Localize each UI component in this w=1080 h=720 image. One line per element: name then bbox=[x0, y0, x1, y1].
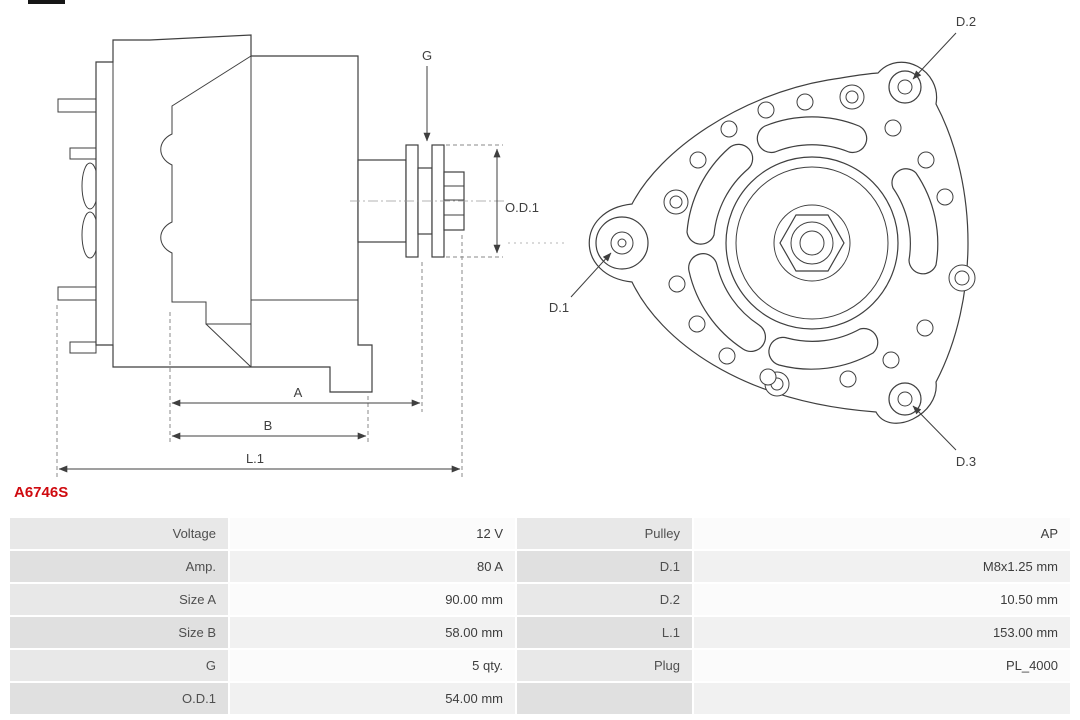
vent-hole bbox=[668, 275, 686, 293]
spec-value-cell: AP bbox=[694, 518, 1070, 549]
dim-label-d2: D.2 bbox=[956, 14, 976, 29]
part-number: A6746S bbox=[14, 484, 69, 501]
vent-slot bbox=[768, 327, 879, 370]
bolt bbox=[669, 195, 683, 209]
vent-hole bbox=[882, 351, 900, 369]
vent-holes bbox=[668, 93, 954, 388]
housing-outline bbox=[95, 34, 373, 393]
d2-leader-line bbox=[912, 32, 957, 80]
spec-value-cell: 80 A bbox=[230, 551, 515, 582]
dim-label-od1: O.D.1 bbox=[505, 200, 539, 215]
vent-hole bbox=[936, 188, 954, 206]
spec-label-cell: O.D.1 bbox=[10, 683, 228, 714]
vent-slot bbox=[756, 116, 868, 154]
alternator-technical-drawing: G O.D.1 A B L.1 bbox=[56, 14, 976, 478]
ear-d3-hole bbox=[897, 391, 913, 407]
vent-hole bbox=[796, 93, 814, 111]
dim-label-l1: L.1 bbox=[246, 451, 264, 466]
spec-value-cell: 58.00 mm bbox=[230, 617, 515, 648]
cropped-logo-artifact bbox=[28, 0, 65, 4]
vent-slot bbox=[686, 143, 754, 245]
spec-label-cell: Size A bbox=[10, 584, 228, 615]
bolt bbox=[954, 270, 970, 286]
front-view-labels: D.2 D.1 D.3 bbox=[549, 14, 976, 469]
spec-value-cell: 5 qty. bbox=[230, 650, 515, 681]
spec-label-cell: Amp. bbox=[10, 551, 228, 582]
stud-lower-small bbox=[69, 341, 97, 354]
spec-value-cell: PL_4000 bbox=[694, 650, 1070, 681]
dim-label-b: B bbox=[264, 418, 273, 433]
spec-label-cell: D.1 bbox=[517, 551, 692, 582]
vent-hole bbox=[839, 370, 857, 388]
spec-label-cell: L.1 bbox=[517, 617, 692, 648]
vent-hole bbox=[688, 315, 706, 333]
vent-hole bbox=[720, 120, 738, 138]
dim-label-d1: D.1 bbox=[549, 300, 569, 315]
ear-d2-hole bbox=[897, 79, 913, 95]
vent-hole bbox=[884, 119, 902, 137]
stud-upper-small bbox=[69, 147, 97, 160]
ear-d1-hole-center bbox=[617, 238, 627, 248]
vent-hole bbox=[917, 151, 935, 169]
dim-label-d3: D.3 bbox=[956, 454, 976, 469]
bolt bbox=[845, 90, 859, 104]
vent-slot bbox=[891, 168, 939, 275]
spec-value-cell: 54.00 mm bbox=[230, 683, 515, 714]
vent-slots bbox=[686, 116, 939, 370]
stud-bottom bbox=[57, 286, 97, 301]
spec-label-cell: D.2 bbox=[517, 584, 692, 615]
dim-label-a: A bbox=[294, 385, 303, 400]
spec-value-cell: 12 V bbox=[230, 518, 515, 549]
d1-leader-line bbox=[570, 252, 612, 298]
spec-label-cell: G bbox=[10, 650, 228, 681]
spec-table: Voltage 12 V Pulley AP Amp. 80 A D.1 M8x… bbox=[10, 518, 1070, 714]
vent-hole bbox=[757, 101, 775, 119]
front-view bbox=[588, 61, 976, 424]
shaft-end bbox=[799, 230, 825, 256]
vent-hole bbox=[718, 347, 736, 365]
spec-label-cell: Size B bbox=[10, 617, 228, 648]
spec-value-cell: 10.50 mm bbox=[694, 584, 1070, 615]
vent-hole bbox=[689, 151, 707, 169]
side-view bbox=[57, 34, 505, 393]
spec-value-cell: 153.00 mm bbox=[694, 617, 1070, 648]
spec-value-cell bbox=[694, 683, 1070, 714]
spec-value-cell: 90.00 mm bbox=[230, 584, 515, 615]
side-view-dimensions: G O.D.1 A B L.1 bbox=[56, 48, 566, 478]
vent-hole bbox=[916, 319, 934, 337]
spec-label-cell bbox=[517, 683, 692, 714]
rotor-profile bbox=[160, 55, 252, 368]
spec-label-cell: Plug bbox=[517, 650, 692, 681]
vent-slot bbox=[688, 253, 766, 353]
stud-top bbox=[57, 98, 97, 113]
d3-leader-line bbox=[912, 405, 957, 451]
spec-label-cell: Pulley bbox=[517, 518, 692, 549]
vent-hole bbox=[759, 368, 777, 386]
spec-label-cell: Voltage bbox=[10, 518, 228, 549]
dim-label-g: G bbox=[422, 48, 432, 63]
spec-value-cell: M8x1.25 mm bbox=[694, 551, 1070, 582]
